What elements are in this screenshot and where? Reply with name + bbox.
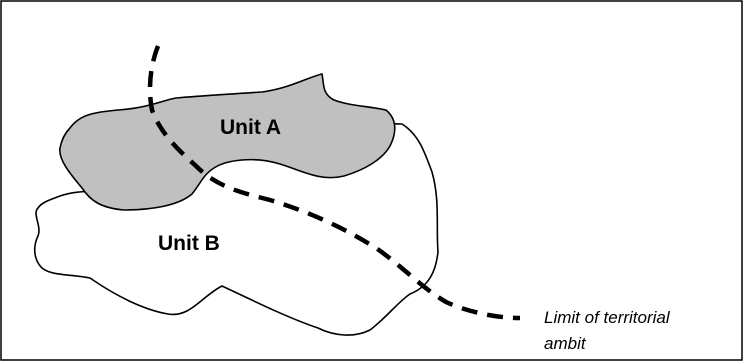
unit-a-region bbox=[59, 73, 396, 211]
territorial-limit-line bbox=[147, 45, 521, 321]
limit-label-line1: Limit of territorial bbox=[544, 308, 671, 327]
unit-a-label: Unit A bbox=[220, 116, 281, 139]
limit-label-line2: ambit bbox=[544, 334, 587, 353]
unit-b-label: Unit B bbox=[158, 232, 220, 255]
